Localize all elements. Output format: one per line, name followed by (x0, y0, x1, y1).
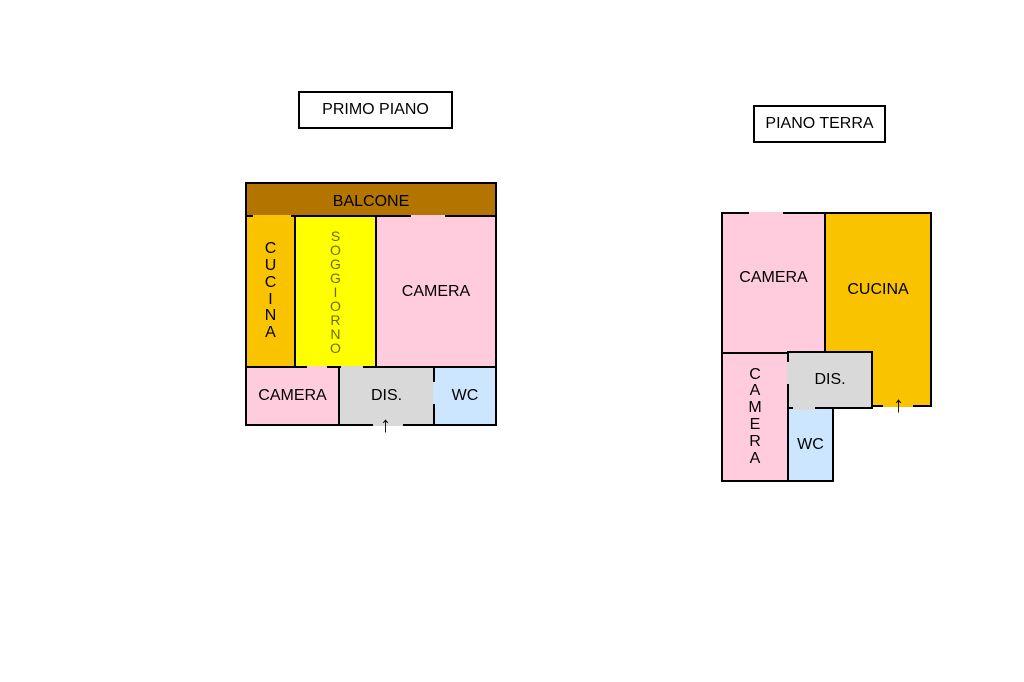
first-door-balcone (253, 215, 291, 218)
ground-camera-vertical-letter: A (749, 449, 761, 467)
ground-entrance-arrow-icon: ↑ (893, 392, 904, 417)
first-soggiorno-letter: I (333, 283, 338, 300)
ground-camera-vertical-letter: A (749, 382, 761, 400)
ground-floor-title: PIANO TERRA (753, 105, 886, 143)
first-floor-title-label: PRIMO PIANO (322, 101, 429, 118)
ground-camera-vertical-letter: E (749, 416, 761, 433)
ground-door-camera-top (749, 212, 783, 215)
first-dis: DIS. (338, 366, 435, 426)
first-door-balcone-2 (411, 215, 445, 218)
ground-dis-label: DIS. (814, 371, 846, 388)
first-soggiorno-letter: O (330, 297, 341, 314)
first-soggiorno-letter: O (330, 241, 341, 258)
ground-camera-top-label: CAMERA (739, 269, 808, 286)
first-soggiorno-letter: N (330, 325, 341, 342)
ground-door-dis-wc (793, 407, 815, 410)
ground-door-dis-camera (787, 362, 790, 384)
first-wc: WC (433, 366, 497, 426)
first-camera-small: CAMERA (245, 366, 340, 426)
first-floor-title: PRIMO PIANO (298, 91, 453, 129)
first-camera-small-label: CAMERA (258, 387, 327, 404)
ground-camera-vertical-letter: C (749, 365, 761, 383)
ground-wc: WC (787, 407, 834, 482)
first-soggiorno-letter: O (330, 339, 341, 356)
first-wc-label: WC (451, 387, 479, 404)
first-camera-large-label: CAMERA (401, 282, 471, 300)
first-cucina-letter: C (264, 273, 277, 291)
ground-camera-vertical-letter: R (749, 432, 761, 450)
first-balcone-label: BALCONE (332, 192, 410, 210)
ground-wc-label: WC (797, 435, 824, 453)
first-camera-large: CAMERA (375, 215, 497, 368)
first-soggiorno-letter: G (330, 255, 341, 272)
first-door-camera-small (307, 366, 327, 369)
ground-cucina-label: CUCINA (847, 280, 909, 298)
ground-cucina: CUCINA (824, 212, 932, 407)
first-door-dis (341, 366, 363, 369)
first-dis-label: DIS. (370, 387, 403, 404)
ground-camera-vertical-letter: M (748, 399, 762, 417)
first-cucina-letter: C (264, 240, 277, 258)
first-soggiorno-letter: S (330, 227, 341, 244)
first-cucina-letter: I (268, 290, 273, 308)
ground-dis: DIS. (787, 351, 873, 409)
ground-floor-title-label: PIANO TERRA (765, 115, 874, 132)
ground-camera-top: CAMERA (721, 212, 826, 354)
first-cucina-letter: U (264, 256, 277, 274)
first-door-wc (433, 382, 436, 404)
first-cucina-letter: N (264, 307, 277, 325)
first-door-entrance (373, 423, 403, 426)
first-soggiorno-letter: G (330, 269, 341, 286)
ground-door-entrance (883, 404, 913, 407)
first-entrance-arrow-icon: ↑ (380, 412, 391, 437)
first-soggiorno-letter: R (330, 311, 341, 328)
first-balcone: BALCONE (245, 182, 497, 218)
first-cucina-letter: A (265, 324, 276, 342)
